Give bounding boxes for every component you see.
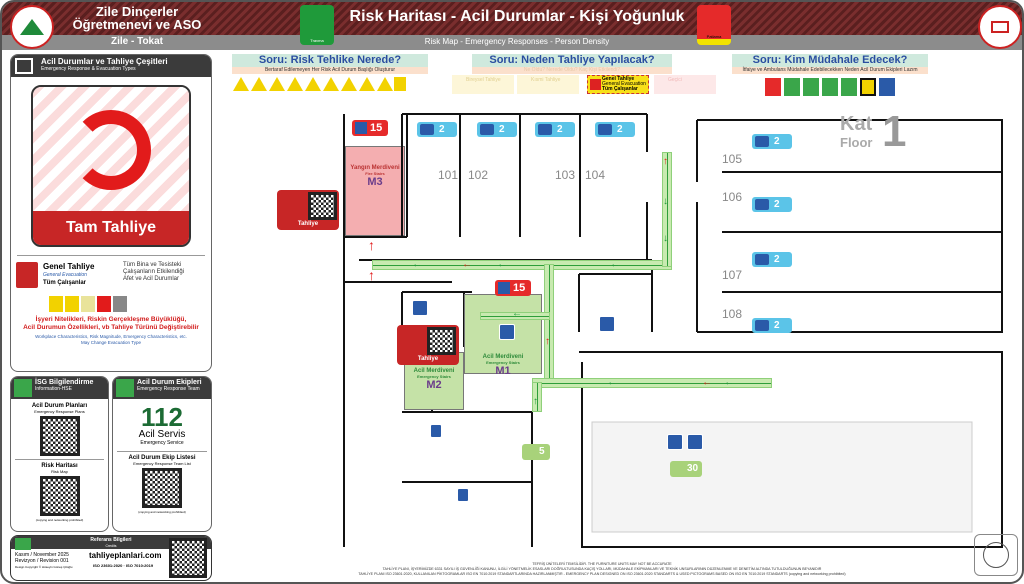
cafe-icon bbox=[667, 434, 683, 450]
website-link[interactable]: tahliyeplanlari.com bbox=[89, 551, 162, 560]
org-name-line2: Öğretmenevi ve ASO bbox=[72, 17, 202, 32]
stairs-m1-capacity: 15 bbox=[495, 280, 531, 296]
lobby-capacity: 5 bbox=[522, 444, 550, 460]
ministry-seal bbox=[978, 5, 1022, 49]
room-106-beds: 2 bbox=[752, 197, 792, 212]
restaurant-icon bbox=[687, 434, 703, 450]
question-why: Soru: Neden Tahliye Yapılacak?Ne Oldu? N… bbox=[472, 54, 672, 74]
restaurant-capacity: 30 bbox=[670, 461, 702, 477]
room-101-beds: 2 bbox=[417, 122, 457, 137]
compass-icon bbox=[974, 534, 1018, 576]
search-team-icon bbox=[841, 78, 857, 96]
room-107-beds: 2 bbox=[752, 252, 792, 267]
full-evacuation-sign: Tam Tahliye bbox=[31, 85, 191, 247]
elevator-icon bbox=[499, 324, 515, 340]
room-104: 104 bbox=[585, 168, 606, 182]
footer-notes: TEFRİŞ ÜNİTELERİ TEMSİLİDİR. THE FURNITU… bbox=[358, 562, 846, 576]
location: Zile - Tokat bbox=[110, 36, 164, 47]
emergency-plans-qr[interactable] bbox=[39, 416, 80, 456]
header-bar bbox=[2, 2, 1022, 35]
fire-brigade-icon bbox=[765, 78, 781, 96]
page-title: Risk Haritası - Acil Durumlar - Kişi Yoğ… bbox=[349, 8, 685, 25]
general-evacuation-icon bbox=[16, 262, 38, 288]
first-aid-icon bbox=[784, 78, 800, 96]
room-103: 103 bbox=[555, 168, 576, 182]
room-108-beds: 2 bbox=[752, 318, 792, 333]
question-who: Soru: Kim Müdahale Edecek?İtfaiye ve Amb… bbox=[732, 54, 928, 96]
option-individual[interactable]: Bireysel Tahliye bbox=[452, 75, 514, 94]
trauma-hazard-icon: Travma bbox=[300, 5, 334, 45]
risk-map-qr[interactable] bbox=[39, 476, 80, 516]
room-105: 105 bbox=[722, 152, 743, 166]
website-qr[interactable] bbox=[169, 538, 207, 578]
organization-logo bbox=[10, 5, 54, 49]
floor-number: 1 bbox=[882, 107, 907, 156]
question-where: Soru: Risk Tehlike Nerede?Bertaraf Edile… bbox=[232, 54, 428, 96]
coordination-icon bbox=[879, 78, 895, 96]
floor-label-en: Floor bbox=[840, 135, 873, 150]
elevator-icon bbox=[412, 300, 428, 316]
subtitle-bar bbox=[2, 35, 1022, 50]
exit-icon bbox=[15, 538, 31, 550]
electric-icon bbox=[860, 78, 876, 96]
toilet-icon bbox=[430, 424, 442, 438]
room-105-beds: 2 bbox=[752, 134, 792, 149]
floor-label: Kat bbox=[840, 113, 873, 135]
room-103-beds: 2 bbox=[535, 122, 575, 137]
stairs-m3 bbox=[345, 146, 405, 236]
org-name-line1: Zile Dinçerler bbox=[95, 4, 179, 19]
room-106: 106 bbox=[722, 190, 743, 204]
room-102-beds: 2 bbox=[477, 122, 517, 137]
explosion-hazard-icon: Patlama bbox=[697, 5, 731, 45]
room-104-beds: 2 bbox=[595, 122, 635, 137]
evacuation-team-icon bbox=[803, 78, 819, 96]
evacuation-route bbox=[532, 382, 542, 412]
page-subtitle: Risk Map - Emergency Responses - Person … bbox=[424, 37, 610, 46]
toilet-icon bbox=[457, 488, 469, 502]
waiting-area-icon bbox=[599, 316, 615, 332]
exit-qr[interactable] bbox=[308, 192, 337, 220]
rescue-team-icon bbox=[822, 78, 838, 96]
option-temporary[interactable]: Geçici bbox=[654, 75, 716, 94]
emergency-phone[interactable]: 112 bbox=[141, 402, 183, 432]
option-partial[interactable]: Kısmi Tahliye bbox=[517, 75, 579, 94]
room-102: 102 bbox=[468, 168, 489, 182]
room-107: 107 bbox=[722, 268, 743, 282]
exit-qr[interactable] bbox=[427, 327, 456, 355]
evacuation-route bbox=[662, 152, 672, 267]
room-101: 101 bbox=[438, 168, 459, 182]
room-108: 108 bbox=[722, 307, 743, 321]
evacuation-route bbox=[480, 312, 550, 320]
team-list-qr[interactable] bbox=[142, 468, 182, 508]
stairs-m3-capacity: 15 bbox=[352, 120, 388, 136]
